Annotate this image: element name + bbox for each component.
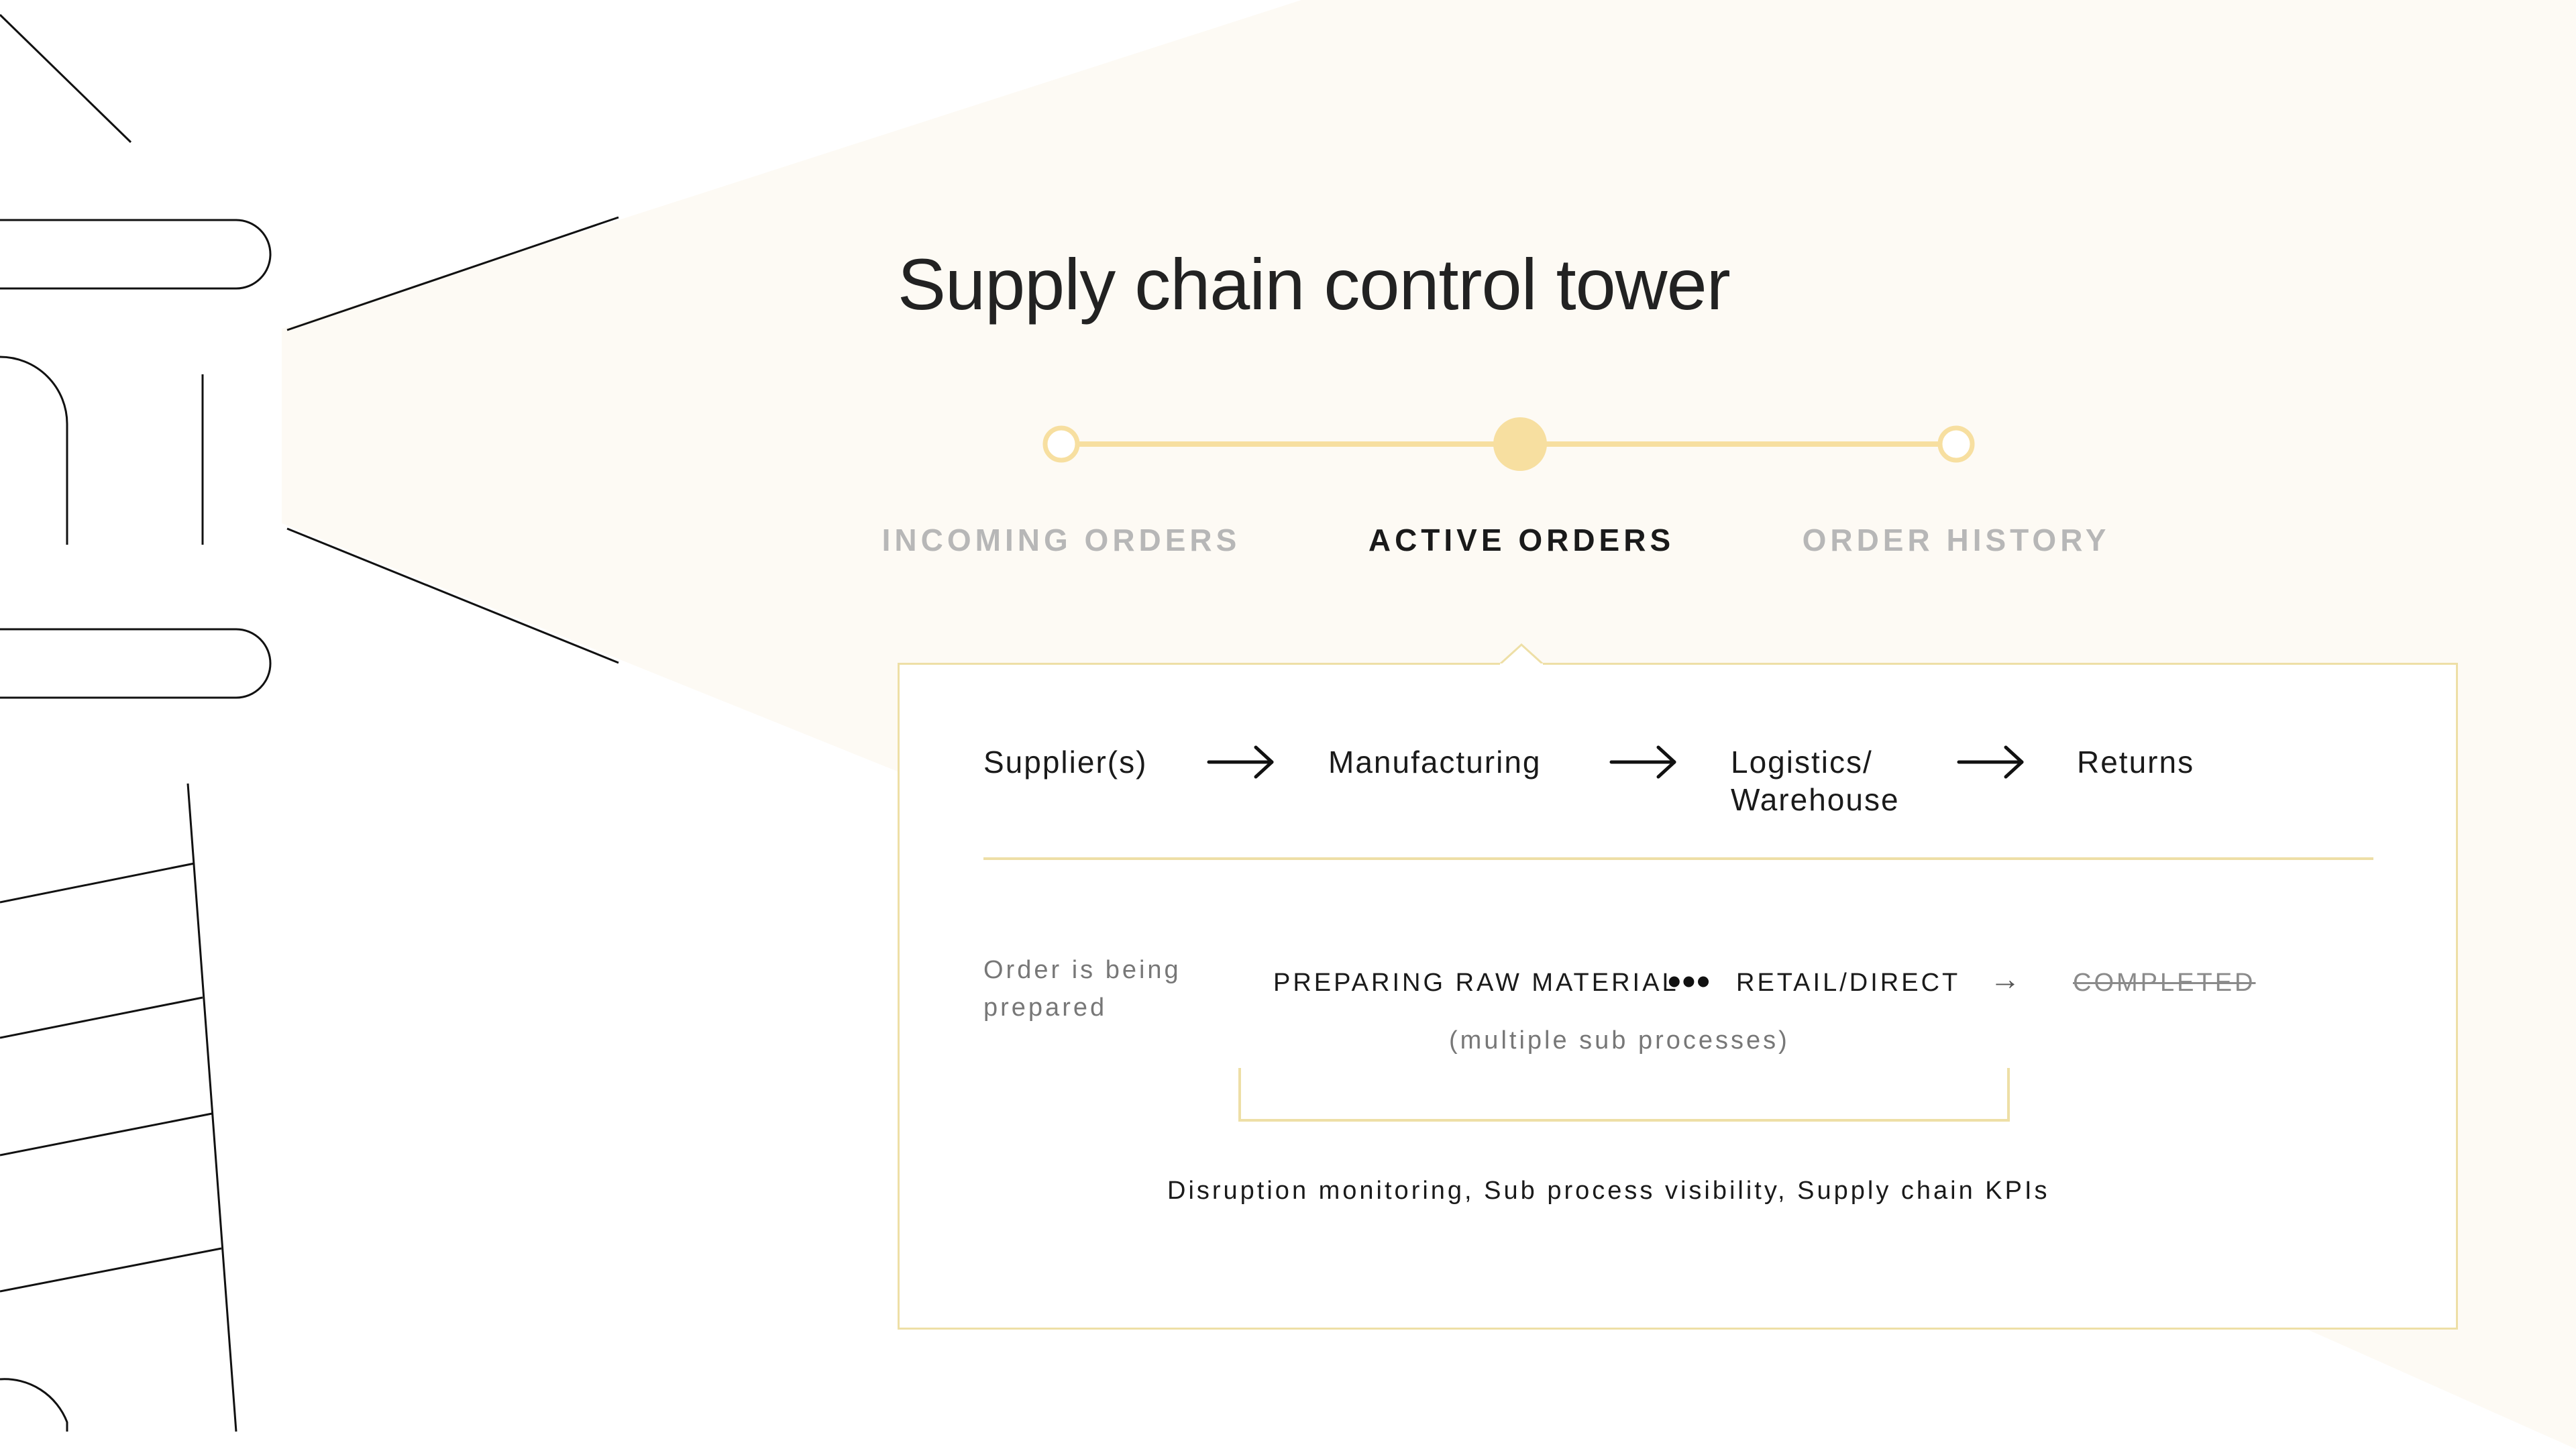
stage-manufacturing: Manufacturing	[1328, 745, 1542, 780]
step-dot-history[interactable]	[1937, 425, 1975, 463]
status-retail-direct: RETAIL/DIRECT	[1736, 969, 1961, 997]
sub-processes-note: (multiple sub processes)	[1449, 1026, 1790, 1055]
arrow-right-icon: →	[1990, 961, 2021, 996]
step-dot-active[interactable]	[1493, 417, 1547, 471]
tab-active-orders[interactable]: ACTIVE ORDERS	[1368, 523, 1675, 557]
order-status-description: Order is being prepared	[983, 951, 1181, 1026]
stage-logistics: Logistics/	[1731, 745, 1873, 780]
step-dot-incoming[interactable]	[1042, 425, 1080, 463]
tab-incoming-orders[interactable]: INCOMING ORDERS	[881, 523, 1241, 557]
tab-order-history[interactable]: ORDER HISTORY	[1802, 523, 2110, 557]
status-completed: COMPLETED	[2073, 969, 2256, 997]
features-summary: Disruption monitoring, Sub process visib…	[1167, 1177, 2050, 1205]
page-title: Supply chain control tower	[898, 244, 1731, 325]
order-status-line-1: Order is being	[983, 956, 1181, 984]
order-status-line-2: prepared	[983, 994, 1108, 1022]
active-orders-panel	[898, 663, 2458, 1330]
stage-warehouse: Warehouse	[1731, 782, 1900, 817]
tower-line-art	[0, 13, 619, 1432]
panel-pointer	[1500, 643, 1543, 665]
stage-returns: Returns	[2077, 745, 2195, 780]
status-preparing-raw-material: PREPARING RAW MATERIAL	[1273, 969, 1679, 997]
ellipsis-icon: •••	[1668, 960, 1711, 1002]
stage-suppliers: Supplier(s)	[983, 745, 1148, 780]
